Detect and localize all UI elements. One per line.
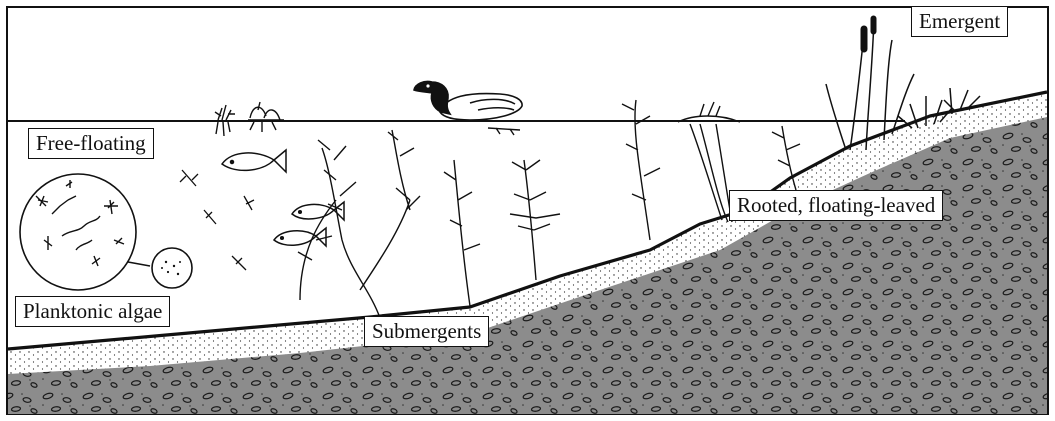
label-submergents: Submergents <box>364 316 489 347</box>
label-rooted-floating-leaved: Rooted, floating-leaved <box>729 190 943 221</box>
label-emergent: Emergent <box>911 6 1008 37</box>
label-planktonic-algae: Planktonic algae <box>15 296 170 327</box>
label-free-floating: Free-floating <box>28 128 154 159</box>
